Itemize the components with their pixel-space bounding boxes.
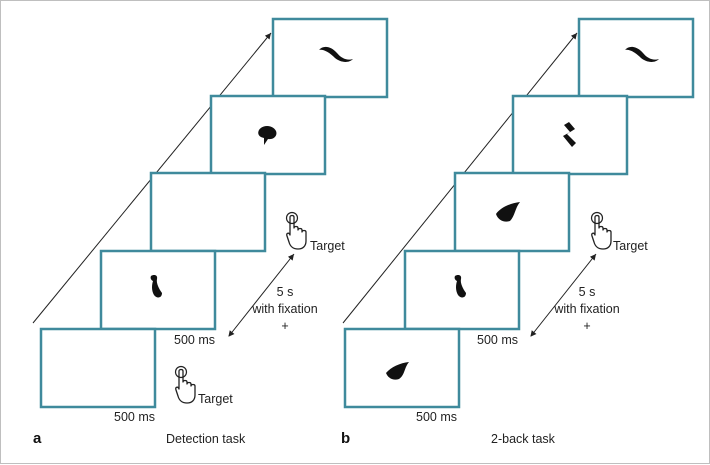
target-label: Target (613, 239, 648, 253)
interval-arrow (530, 253, 597, 337)
stimulus-frame-5 (271, 17, 389, 99)
interval-fixation: with fixation (553, 302, 619, 316)
stimulus-shape-wedge (496, 202, 520, 222)
stimulus-shape-wedge (386, 362, 409, 380)
hand-pointer-icon (174, 365, 196, 404)
stimulus-shape-stroke (319, 46, 353, 62)
panel-letter: a (33, 430, 42, 447)
target-label: Target (310, 239, 345, 253)
stimulus-shape-drop (150, 275, 162, 298)
interval-fixation: with fixation (251, 302, 317, 316)
hand-pointer-icon (285, 211, 307, 250)
panel-a: Target Target 5 s with fixation + 500 ms… (32, 17, 389, 447)
interval-duration: 5 s (579, 285, 596, 299)
timing-label: 500 ms (114, 410, 155, 424)
timing-label: 500 ms (416, 410, 457, 424)
timing-label: 500 ms (477, 333, 518, 347)
stimulus-frame-3 (149, 171, 267, 253)
fixation-cross: + (583, 319, 590, 333)
timing-label: 500 ms (174, 333, 215, 347)
stimulus-frame-4 (511, 94, 629, 176)
panel-b: Target 5 s with fixation + 500 ms 500 ms… (341, 17, 695, 447)
stimulus-shape-blob (258, 125, 277, 145)
stimulus-frame-1 (39, 327, 157, 409)
interval-duration: 5 s (277, 285, 294, 299)
interval-arrow (228, 253, 295, 337)
fixation-cross: + (281, 319, 288, 333)
target-label: Target (198, 392, 233, 406)
stimulus-shape-stroke (625, 46, 659, 62)
hand-pointer-icon (590, 211, 612, 250)
panel-caption: 2-back task (491, 432, 556, 446)
panel-letter: b (341, 430, 350, 447)
stimulus-shape-bolt (563, 122, 576, 147)
panel-caption: Detection task (166, 432, 246, 446)
stimulus-frame-5 (577, 17, 695, 99)
stimulus-shape-drop (454, 275, 466, 298)
